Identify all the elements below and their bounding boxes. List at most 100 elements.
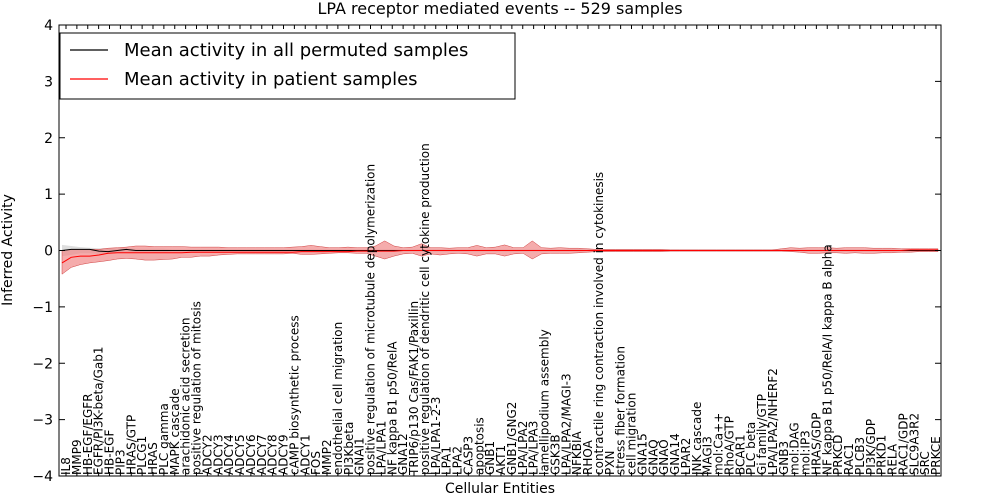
x-tick-label: stress fiber formation bbox=[614, 346, 628, 475]
x-tick-label: cell migration bbox=[625, 393, 639, 475]
plot-area bbox=[61, 240, 939, 275]
x-tick-label: mol:Ca++ bbox=[712, 413, 726, 475]
x-tick-label: HRAS bbox=[146, 442, 160, 475]
x-tick-label: HB-EGF/EGFR bbox=[81, 393, 95, 475]
x-tick-label: HB-EGF bbox=[103, 430, 117, 475]
x-tick-label: Gi family/GTP bbox=[755, 394, 769, 475]
x-tick-label: NFKBIA bbox=[570, 430, 584, 475]
x-tick-label: HRAS/GDP bbox=[809, 412, 823, 475]
x-tick-label: LPA1 bbox=[440, 446, 454, 475]
x-tick-label: RHOA bbox=[581, 439, 595, 475]
x-tick-label: positive regulation of mitosis bbox=[190, 301, 204, 475]
x-tick-label: PXN bbox=[603, 451, 617, 475]
x-tick-label: JNK cascade bbox=[690, 402, 704, 476]
x-tick-label: GNA12 bbox=[396, 433, 410, 475]
x-tick-label: RAC1 bbox=[842, 443, 856, 475]
x-tick-label: GNAQ bbox=[646, 439, 660, 475]
x-tick-label: PLC beta bbox=[744, 422, 758, 475]
x-tick-label: LPA2 bbox=[451, 446, 465, 475]
x-tick-label: LPA/LPA1 bbox=[374, 421, 388, 475]
y-tick-label: 4 bbox=[44, 18, 53, 34]
x-tick-label: PRKD1 bbox=[875, 435, 889, 475]
legend: Mean activity in all permuted samplesMea… bbox=[59, 32, 516, 100]
patient-line bbox=[61, 249, 938, 264]
y-tick-label: 3 bbox=[44, 74, 53, 90]
x-tick-label: BCAR1 bbox=[733, 434, 747, 475]
x-tick-label: MMP2 bbox=[320, 439, 334, 475]
x-tick-label: PRKCD bbox=[831, 435, 845, 475]
x-tick-label: NF kappa B1 p50/RelA/I kappa B alpha bbox=[820, 244, 834, 475]
x-tick-label: ADCY9 bbox=[277, 434, 291, 475]
y-tick-label: 1 bbox=[44, 187, 53, 203]
plot-frame bbox=[58, 24, 942, 477]
legend-box bbox=[59, 32, 516, 100]
x-tick-label: positive regulation of dendritic cell cy… bbox=[418, 143, 432, 475]
x-tick-label: GSK3B bbox=[548, 434, 562, 475]
x-tick-label: PI3K/GDP bbox=[864, 419, 878, 475]
x-tick-label: LPA/LPA1-2-3 bbox=[429, 397, 443, 475]
x-tick-label: LPA/LPA2/MAGI-3 bbox=[559, 373, 573, 475]
patient-band bbox=[61, 240, 939, 275]
x-tick-label: NF kappa B1 p50/RelA bbox=[385, 341, 399, 475]
x-tick-label: MAPK cascade bbox=[168, 388, 182, 475]
y-tick-label: 0 bbox=[44, 244, 53, 260]
x-axis-label: Cellular Entities bbox=[445, 481, 555, 497]
x-tick-label: FOS bbox=[309, 451, 323, 475]
x-tick-label: PRKCE bbox=[929, 436, 943, 475]
x-tick-label: MAGI3 bbox=[701, 436, 715, 475]
x-tick-label: ADCY4 bbox=[222, 434, 236, 475]
legend-entry-label: Mean activity in patient samples bbox=[124, 69, 418, 90]
x-tick-label: mol:IP3 bbox=[799, 430, 813, 475]
x-tick-label: PLC gamma bbox=[157, 403, 171, 475]
x-tick-label: ADCY8 bbox=[266, 434, 280, 475]
x-tick-label: GNAO bbox=[657, 439, 671, 475]
legend-entry-label: Mean activity in all permuted samples bbox=[124, 40, 468, 61]
x-tick-label: endothelial cell migration bbox=[331, 322, 345, 475]
x-tick-label: GNB1/GNG2 bbox=[505, 402, 519, 475]
x-tick-label: ADCY2 bbox=[200, 434, 214, 475]
x-tick-label: LPA/LPA3 bbox=[527, 421, 541, 475]
chart-title: LPA receptor mediated events -- 529 samp… bbox=[317, 0, 682, 18]
x-tick-label: AKT1 bbox=[494, 445, 508, 475]
x-tick-label: RhoA/GTP bbox=[722, 416, 736, 475]
x-tick-label: mol:DAG bbox=[788, 422, 802, 475]
x-tick-label: PLCG1 bbox=[135, 436, 149, 475]
x-tick-label: ADCY6 bbox=[244, 434, 258, 475]
x-tick-label: GNB1 bbox=[483, 441, 497, 475]
x-tick-label: RAC1/GDP bbox=[896, 413, 910, 475]
x-tick-label: SRC bbox=[918, 451, 932, 475]
x-tick-label: ADCY5 bbox=[233, 434, 247, 475]
x-tick-label: ADCY3 bbox=[211, 434, 225, 475]
x-tick-label: lamellipodium assembly bbox=[538, 329, 552, 475]
x-tick-label: SLC9A3R2 bbox=[907, 413, 921, 475]
axis-ticks: −4 −3 −2 −1 0 1 2 3 4 bbox=[32, 18, 941, 485]
x-tick-label: MMP9 bbox=[70, 439, 84, 475]
x-tick-label: LPA/LPA2 bbox=[516, 421, 530, 475]
x-tick-label: PI3Kbeta bbox=[342, 422, 356, 475]
y-tick-label: −1 bbox=[32, 300, 53, 316]
x-tick-label: positive regulation of microtubule depol… bbox=[364, 164, 378, 475]
x-tick-label: arachidonic acid secretion bbox=[179, 318, 193, 475]
x-tick-label: CASP3 bbox=[461, 436, 475, 475]
y-tick-label: 2 bbox=[44, 131, 53, 147]
x-tick-label: EGFR/PI3K-beta/Gab1 bbox=[92, 346, 106, 475]
x-tick-label: HRAS/GTP bbox=[124, 415, 138, 475]
x-tick-label: cAMP biosynthetic process bbox=[287, 315, 301, 475]
x-tick-label: PIP3 bbox=[113, 449, 127, 475]
x-tick-label: ADCY7 bbox=[255, 434, 269, 475]
y-tick-label: −3 bbox=[32, 413, 53, 429]
y-axis-label: Inferred Activity bbox=[0, 194, 16, 306]
x-tick-label: RELA bbox=[886, 443, 900, 475]
x-tick-label: contractile ring contraction involved in… bbox=[592, 172, 606, 475]
x-tick-label: TRIP6/p130 Cas/FAK1/Paxillin bbox=[407, 301, 421, 476]
x-tick-label: IL8 bbox=[59, 457, 73, 475]
x-tick-label: GNAI1 bbox=[353, 437, 367, 475]
x-tick-label: GNA14 bbox=[668, 433, 682, 475]
x-tick-label: ADCY1 bbox=[298, 434, 312, 475]
x-tick-label: apoptosis bbox=[472, 417, 486, 475]
x-tick-label: PLCB3 bbox=[853, 437, 867, 475]
x-tick-labels: IL8MMP9HB-EGF/EGFREGFR/PI3K-beta/Gab1HB-… bbox=[59, 143, 943, 476]
y-tick-label: −4 bbox=[32, 469, 53, 485]
y-tick-label: −2 bbox=[32, 356, 53, 372]
